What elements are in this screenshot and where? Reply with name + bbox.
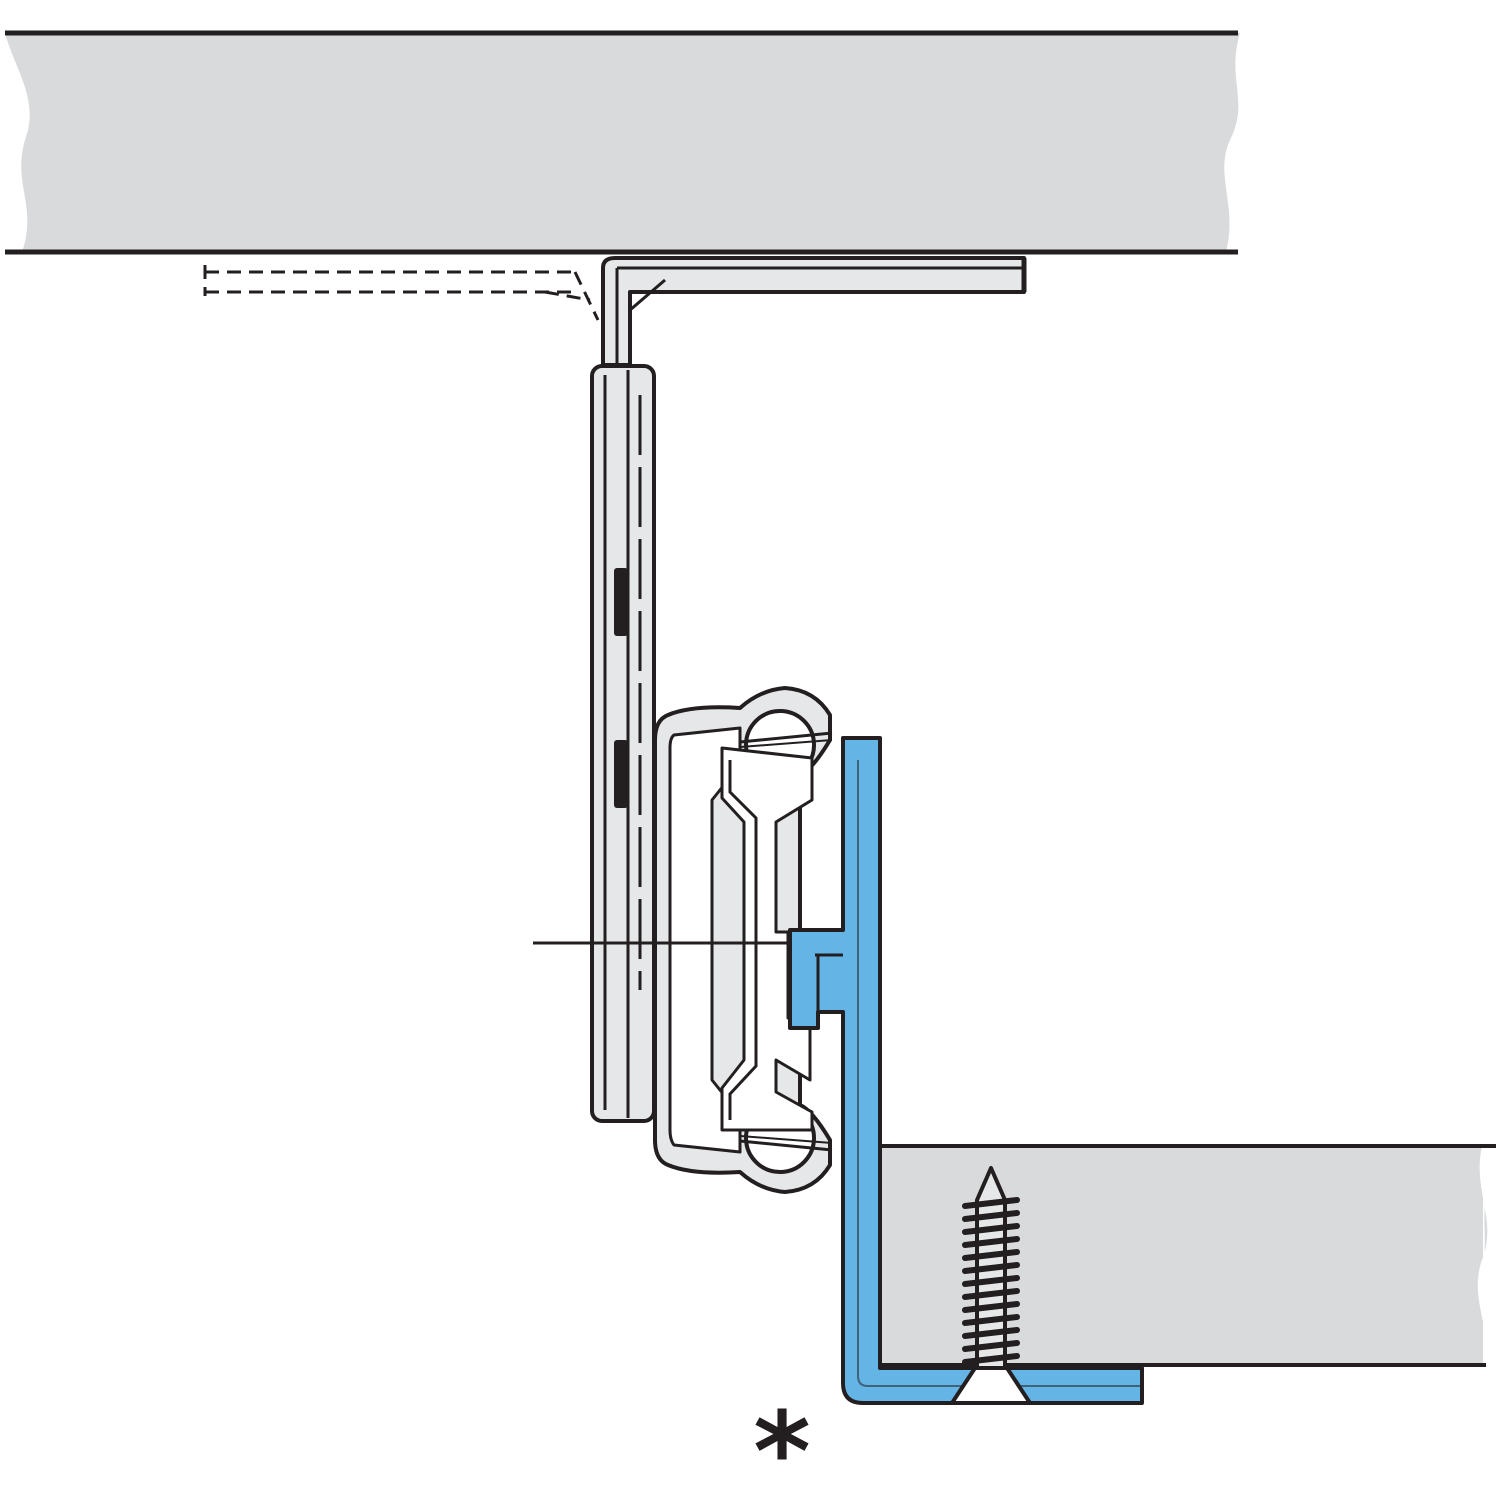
screw-thread <box>962 1353 1020 1365</box>
screw-thread <box>962 1301 1020 1313</box>
screw-thread <box>962 1236 1020 1248</box>
screw-thread <box>962 1197 1020 1209</box>
rail-detent-upper <box>614 568 628 636</box>
screw-thread <box>962 1249 1020 1261</box>
screw-thread <box>962 1223 1020 1235</box>
outer-slide-rail <box>590 364 656 1123</box>
dashed-alternate-flange <box>203 265 600 321</box>
screw-thread <box>962 1327 1020 1339</box>
screw-thread <box>962 1210 1020 1222</box>
screw-thread <box>962 1262 1020 1274</box>
screw-thread <box>962 1288 1020 1300</box>
footnote-asterisk: * <box>753 1388 811 1496</box>
inner-slide-member <box>720 746 814 1132</box>
rail-detent-lower <box>614 740 628 808</box>
cabinet-mounting-bracket <box>601 256 1027 367</box>
screw-thread <box>962 1314 1020 1326</box>
screw-thread <box>962 1340 1020 1352</box>
screw-thread <box>962 1275 1020 1287</box>
wood-screw-icon <box>950 1166 1032 1405</box>
drawer-mounting-bracket <box>788 736 1144 1405</box>
cabinet-top-panel <box>5 30 1240 255</box>
